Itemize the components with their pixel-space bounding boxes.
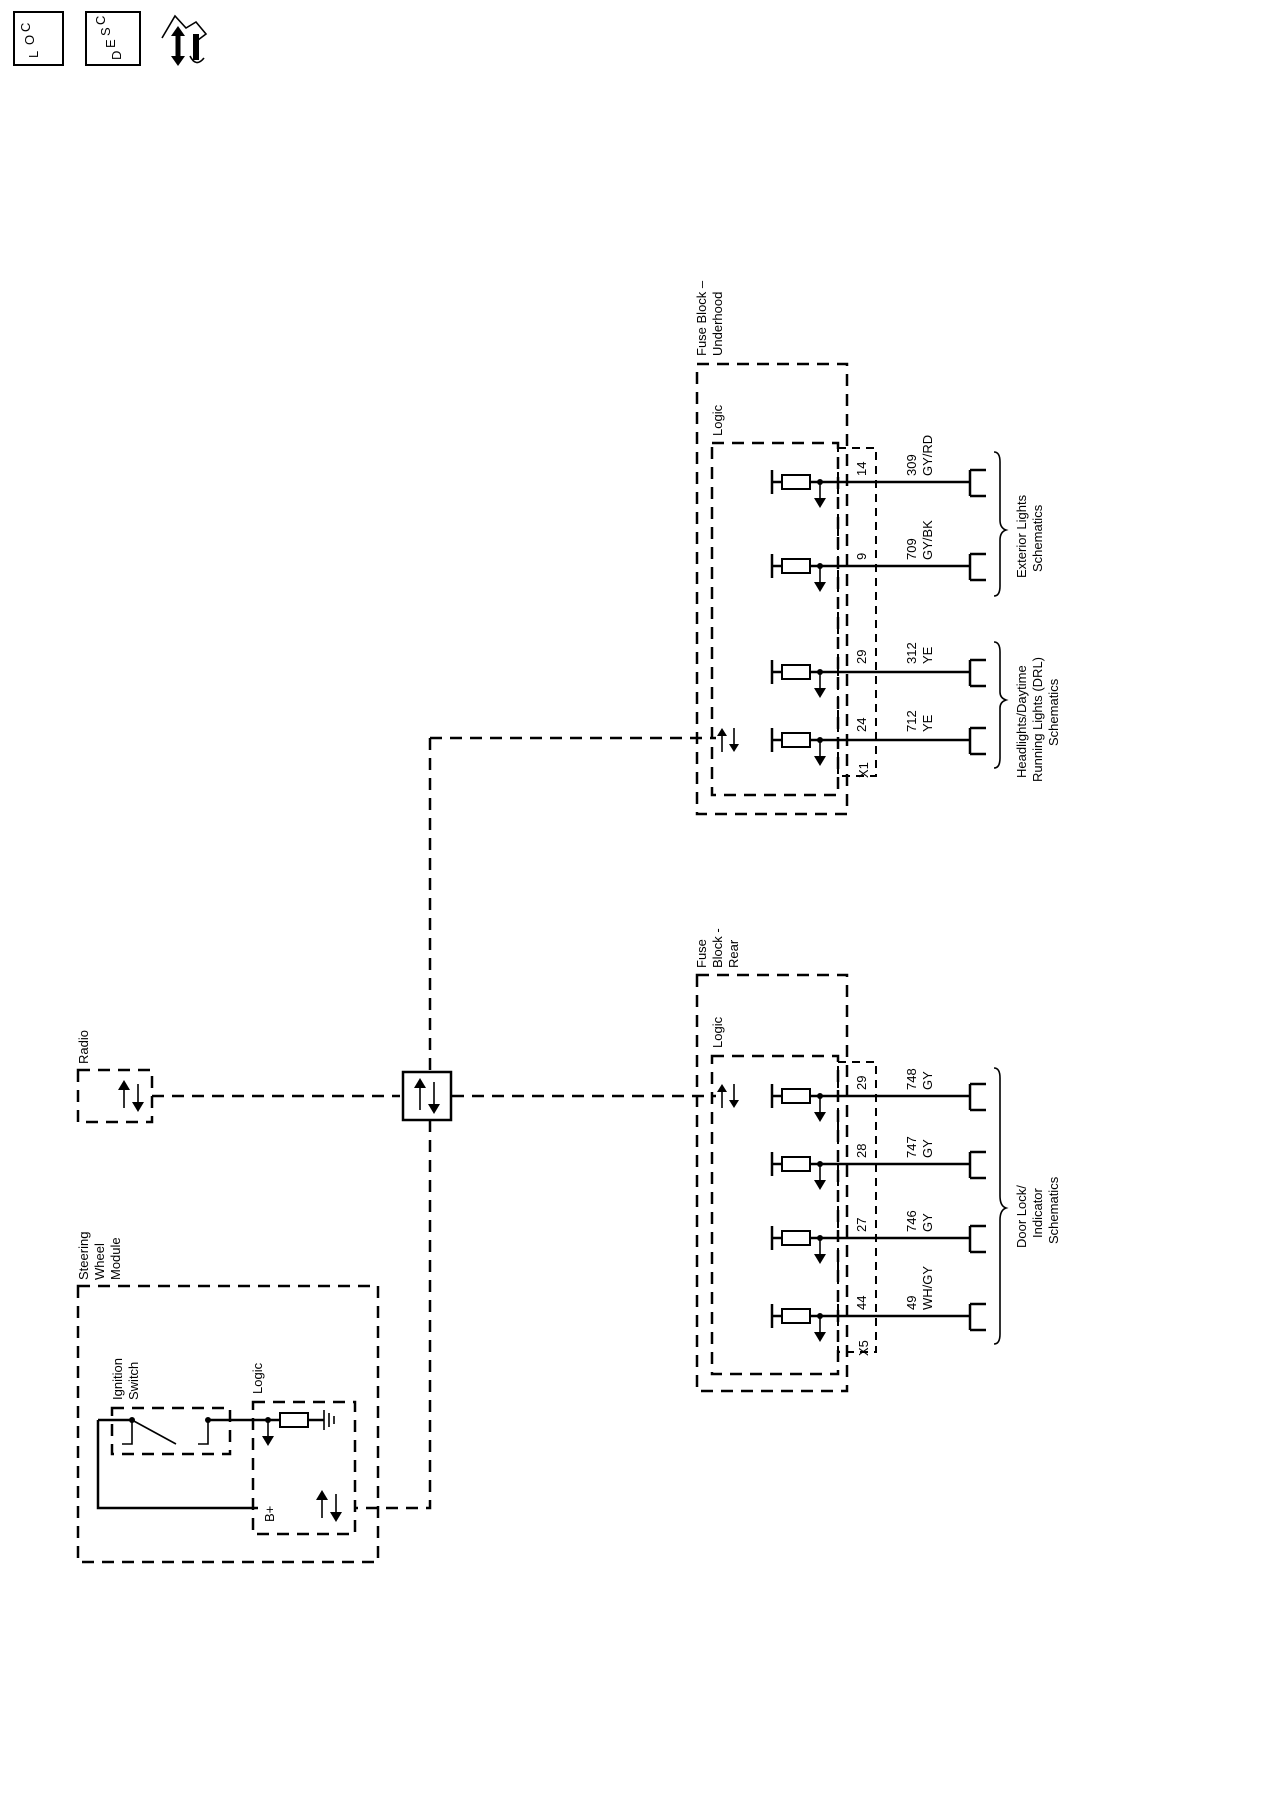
- connector-x1-label: X1: [856, 762, 871, 778]
- headlights-drl-reference: Headlights/Daytime Running Lights (DRL) …: [993, 641, 1061, 782]
- circuit-number: 309: [904, 454, 919, 476]
- underhood-circuit-24: 24 712 YE: [770, 710, 986, 766]
- door-lock-line-3: Schematics: [1046, 1176, 1061, 1244]
- pin-label: 9: [854, 553, 869, 560]
- data-arrow-icon: [118, 1080, 144, 1112]
- circuit-number: 49: [904, 1296, 919, 1310]
- rear-circuit-27: 27 746 GY: [770, 1210, 986, 1264]
- pin-label: 29: [854, 650, 869, 664]
- splice-pack: [401, 1070, 453, 1122]
- pin-label: 29: [854, 1076, 869, 1090]
- connector-x5-label: X5: [856, 1340, 871, 1356]
- rear-circuit-28: 28 747 GY: [770, 1136, 986, 1190]
- circuit-number: 709: [904, 538, 919, 560]
- fuse-block-underhood-title-2: Underhood: [710, 292, 725, 356]
- fuse-block-rear: Fuse Block - Rear Logic X5: [694, 928, 877, 1393]
- steering-wheel-module-title-1: Steering: [76, 1232, 91, 1280]
- circuit-number: 312: [904, 642, 919, 664]
- desc-letter-c: C: [93, 16, 108, 25]
- pin-label: 24: [854, 718, 869, 732]
- loc-icon[interactable]: L O C: [13, 11, 64, 66]
- door-lock-line-1: Door Lock/: [1014, 1185, 1029, 1248]
- desc-letter-e: E: [103, 39, 118, 48]
- steering-wheel-module-title-2: Wheel: [92, 1243, 107, 1280]
- steering-wheel-module-logic-label: Logic: [250, 1362, 265, 1394]
- wire-color: GY/RD: [920, 435, 935, 476]
- underhood-circuit-29: 29 312 YE: [770, 642, 986, 698]
- headlights-drl-line-1: Headlights/Daytime: [1014, 665, 1029, 778]
- data-arrow-icon: [717, 1084, 739, 1108]
- b-plus-label: B+: [262, 1506, 277, 1522]
- ignition-switch-contacts: [98, 1417, 274, 1445]
- loc-letter-l: L: [26, 51, 41, 58]
- rear-circuit-29: 29 748 GY: [770, 1068, 986, 1122]
- circuit-number: 747: [904, 1136, 919, 1158]
- connector-tool-icon[interactable]: [161, 14, 208, 66]
- exterior-lights-reference: Exterior Lights Schematics: [993, 451, 1045, 597]
- fuse-block-rear-logic-label: Logic: [710, 1016, 725, 1048]
- desc-icon[interactable]: D E S C: [85, 11, 141, 66]
- wire-color: YE: [920, 646, 935, 664]
- desc-letter-d: D: [109, 51, 124, 60]
- steering-wheel-module: Steering Wheel Module Logic B+ Ignition …: [76, 1232, 380, 1564]
- steering-wheel-module-title-3: Module: [108, 1237, 123, 1280]
- radio: Radio: [76, 1030, 154, 1124]
- circuit-number: 746: [904, 1210, 919, 1232]
- pin-label: 27: [854, 1218, 869, 1232]
- pin-label: 44: [854, 1296, 869, 1310]
- rear-circuit-44: 44 49 WH/GY: [770, 1266, 986, 1342]
- wire-color: GY/BK: [920, 520, 935, 560]
- door-lock-reference: Door Lock/ Indicator Schematics: [993, 1067, 1061, 1345]
- fuse-block-underhood: Fuse Block – Underhood Logic X1: [694, 280, 877, 816]
- pin-label: 28: [854, 1144, 869, 1158]
- wire-color: YE: [920, 714, 935, 732]
- wire-color: GY: [920, 1071, 935, 1090]
- wire-color: GY: [920, 1139, 935, 1158]
- fuse-block-underhood-title-1: Fuse Block –: [694, 280, 709, 356]
- desc-letter-s: S: [98, 27, 113, 36]
- loc-letter-c: C: [18, 23, 33, 32]
- headlights-drl-line-2: Running Lights (DRL): [1030, 657, 1045, 782]
- ignition-switch-title-1: Ignition: [110, 1358, 125, 1400]
- fuse-block-underhood-logic-label: Logic: [710, 404, 725, 436]
- data-arrow-icon: [316, 1490, 342, 1522]
- exterior-lights-line-2: Schematics: [1030, 504, 1045, 572]
- fuse-block-rear-title-1: Fuse: [694, 939, 709, 968]
- fuse-block-rear-title-3: Rear: [726, 939, 741, 968]
- exterior-lights-line-1: Exterior Lights: [1014, 494, 1029, 578]
- door-lock-line-2: Indicator: [1030, 1187, 1045, 1238]
- pin-label: 14: [854, 462, 869, 476]
- loc-letter-o: O: [22, 35, 37, 45]
- wire-color: GY: [920, 1213, 935, 1232]
- ignition-switch-title-2: Switch: [126, 1362, 141, 1400]
- circuit-number: 712: [904, 710, 919, 732]
- input-resistor: [262, 1410, 335, 1446]
- radio-title: Radio: [76, 1030, 91, 1064]
- serial-data-bus: [152, 736, 716, 1510]
- data-arrow-icon: [717, 728, 739, 752]
- headlights-drl-line-3: Schematics: [1046, 678, 1061, 746]
- circuit-number: 748: [904, 1068, 919, 1090]
- wire-color: WH/GY: [920, 1266, 935, 1310]
- underhood-circuit-14: 14 309 GY/RD: [770, 435, 986, 508]
- fuse-block-rear-title-2: Block -: [710, 928, 725, 968]
- underhood-circuit-9: 9 709 GY/BK: [770, 520, 986, 592]
